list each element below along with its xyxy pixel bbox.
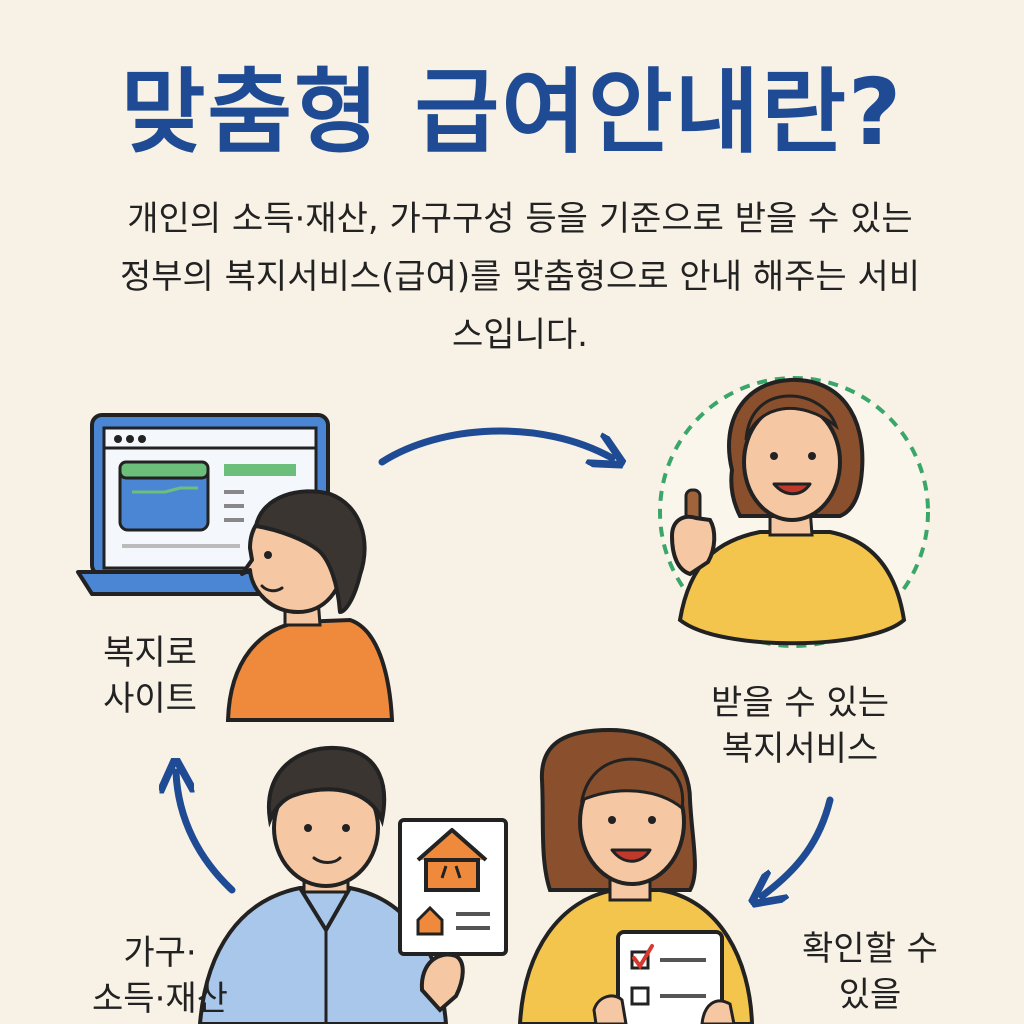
household-label: 가구· 소득·재산 bbox=[60, 930, 260, 1022]
man-with-document bbox=[197, 745, 508, 1024]
benefit-label-line2: 복지서비스 bbox=[721, 729, 879, 769]
description-text: 개인의 소득·재산, 가구구성 등을 기준으로 받을 수 있는 정부의 복지서비… bbox=[119, 199, 920, 355]
woman-explaining bbox=[658, 376, 930, 648]
man-at-computer bbox=[225, 489, 395, 722]
household-label-line2: 소득·재산 bbox=[92, 979, 228, 1019]
benefit-label-line1: 받을 수 있는 bbox=[710, 683, 889, 723]
site-label-line1: 복지로 bbox=[103, 633, 197, 673]
page-title: 맞춤형 급여안내란? bbox=[120, 59, 904, 166]
household-label-line1: 가구· bbox=[123, 933, 197, 973]
woman-with-checklist bbox=[517, 727, 755, 1024]
confirm-label-line2: 있을 bbox=[838, 975, 902, 1015]
site-label: 복지로 사이트 bbox=[80, 630, 220, 722]
arrow-right-icon bbox=[378, 427, 612, 462]
arrow-down-left-icon bbox=[762, 796, 834, 896]
site-label-line2: 사이트 bbox=[103, 679, 197, 719]
arrow-up-icon bbox=[176, 772, 236, 894]
confirm-label-line1: 확인할 수 bbox=[802, 929, 938, 969]
confirm-label: 확인할 수 있을 bbox=[770, 926, 970, 1018]
benefit-label: 받을 수 있는 복지서비스 bbox=[680, 680, 920, 772]
